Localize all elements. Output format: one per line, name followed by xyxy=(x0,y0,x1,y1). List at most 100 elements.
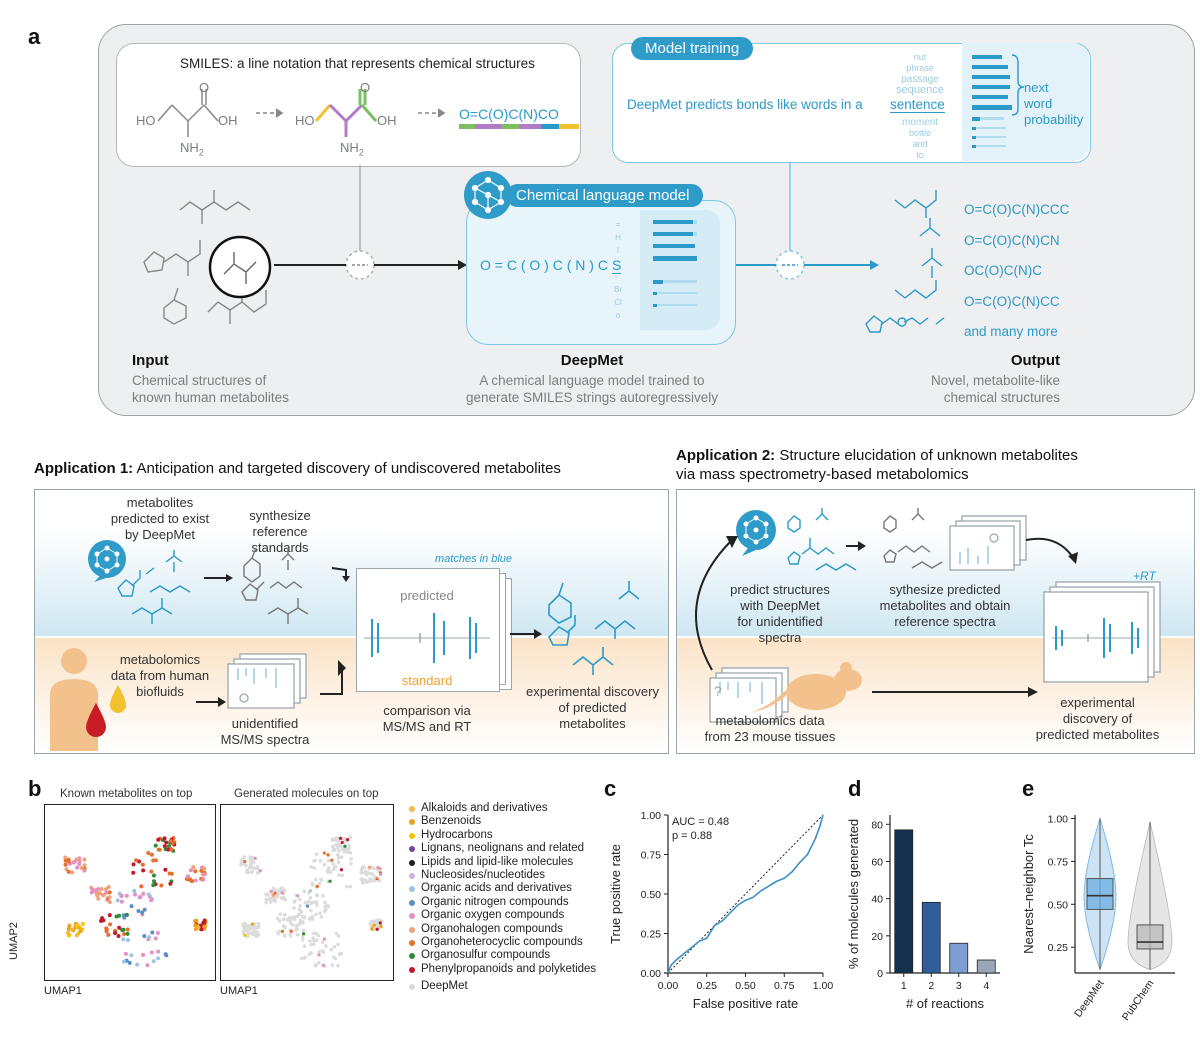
umap-point xyxy=(332,945,337,949)
umap-point xyxy=(202,872,207,877)
atom-o-2: O xyxy=(360,80,371,95)
umap-point xyxy=(66,927,71,932)
umap-point xyxy=(66,857,71,862)
app1-orange-band xyxy=(35,638,668,753)
umap-point xyxy=(78,929,83,934)
umap-point xyxy=(292,915,297,919)
umap-point xyxy=(276,931,281,936)
atom-o-1: O xyxy=(199,80,210,95)
umap-point xyxy=(126,938,131,943)
umap-point xyxy=(246,933,250,938)
umap-point xyxy=(122,932,127,937)
roc-x-tick-label: 1.00 xyxy=(813,980,834,992)
umap-point xyxy=(142,907,147,912)
umap-point xyxy=(346,838,350,842)
umap-point xyxy=(348,884,353,889)
umap-point xyxy=(193,923,198,928)
legend-swatch xyxy=(409,984,415,991)
legend-swatch xyxy=(409,806,415,812)
umap-point xyxy=(199,927,204,932)
umap-point xyxy=(193,869,198,874)
umap-point xyxy=(113,931,118,936)
umap-point xyxy=(254,931,259,935)
app1-box xyxy=(34,489,669,754)
model-training-prob-area xyxy=(962,43,1089,161)
legend-label: Organic nitrogen compounds xyxy=(421,895,569,908)
bar-x-tick-label: 4 xyxy=(983,980,989,992)
umap-point xyxy=(142,934,147,939)
atom-nh2-2: NH2 xyxy=(340,140,364,158)
umap-point xyxy=(82,863,87,868)
umap-point xyxy=(331,845,335,849)
umap-point xyxy=(96,886,101,891)
umap-point xyxy=(107,890,112,895)
umap-point xyxy=(203,924,208,929)
umap-known-panel xyxy=(44,804,216,981)
umap-point xyxy=(375,927,379,931)
atom-ho-1: HO xyxy=(136,113,156,128)
roc-p-annotation: p = 0.88 xyxy=(672,830,712,842)
umap-point xyxy=(340,840,344,845)
umap-point xyxy=(135,962,140,967)
umap-point xyxy=(131,870,136,875)
umap-point xyxy=(377,878,382,883)
roc-x-tick-label: 0.00 xyxy=(658,980,679,992)
umap-point xyxy=(308,889,312,893)
umap-point xyxy=(149,898,154,903)
umap-point xyxy=(122,959,127,964)
bar-y-tick-label: 80 xyxy=(871,819,883,831)
bar xyxy=(949,942,969,974)
clm-pill: Chemical language model xyxy=(506,184,704,207)
roc-x-tick-label: 0.75 xyxy=(774,980,795,992)
umap-point xyxy=(309,901,313,906)
legend-label: Organosulfur compounds xyxy=(421,949,551,962)
umap-point xyxy=(321,893,325,898)
umap-point xyxy=(349,857,353,861)
app1-comparison-text: comparison via MS/MS and RT xyxy=(382,703,472,734)
umap-point xyxy=(121,937,126,942)
output-list: O=C(O)C(N)CCC O=C(O)C(N)CN OC(O)C(N)C O=… xyxy=(964,202,1070,339)
umap-point xyxy=(322,909,327,914)
umap-point xyxy=(311,942,316,947)
app1-arrow-to-discovery xyxy=(510,629,542,639)
roc-auc-annotation: AUC = 0.48 xyxy=(672,816,729,828)
umap-point xyxy=(122,915,127,920)
dashed-arrow-2 xyxy=(418,108,446,118)
umap-point xyxy=(151,959,156,964)
roc-y-tick-label: 1.00 xyxy=(641,810,662,822)
app2-predict-text: predict structures with DeepMet for unid… xyxy=(730,582,830,645)
umap-point xyxy=(138,895,143,900)
app1-predicted-molecules xyxy=(117,550,191,624)
umap-point xyxy=(334,931,339,936)
umap-point xyxy=(322,862,327,867)
output-molecules xyxy=(865,190,945,333)
umap-point xyxy=(312,866,317,870)
roc-y-tick-label: 0.00 xyxy=(641,968,662,980)
umap-point xyxy=(315,938,319,943)
umap-point xyxy=(339,855,344,859)
umap-point xyxy=(294,928,298,932)
output-title: Output xyxy=(1010,352,1060,369)
umap-point xyxy=(336,934,341,938)
panel-e-letter: e xyxy=(1022,776,1035,801)
app1-title: Application 1: Anticipation and targeted… xyxy=(34,460,561,477)
legend-swatch xyxy=(409,953,415,960)
umap-point xyxy=(378,921,382,925)
umap-point xyxy=(338,843,343,848)
umap-point xyxy=(66,869,71,874)
umap-point xyxy=(241,922,246,926)
atom-nh2-1: NH2 xyxy=(180,140,204,158)
umap-point xyxy=(96,896,101,901)
roc-ylabel: True positive rate xyxy=(608,844,623,944)
umap-point xyxy=(303,900,308,905)
umap-point xyxy=(336,942,340,947)
app1-arrow-to-comparison xyxy=(320,660,346,695)
smiles-title: SMILES: a line notation that represents … xyxy=(180,56,535,71)
umap-point xyxy=(340,847,345,851)
app1-unidentified-spectra xyxy=(196,653,307,709)
app2-title: Application 2: Structure elucidation of … xyxy=(676,447,1078,483)
umap-point xyxy=(323,900,327,905)
umap-point xyxy=(318,911,322,915)
umap-point xyxy=(309,909,313,913)
bar-y-tick-label: 40 xyxy=(871,894,883,906)
